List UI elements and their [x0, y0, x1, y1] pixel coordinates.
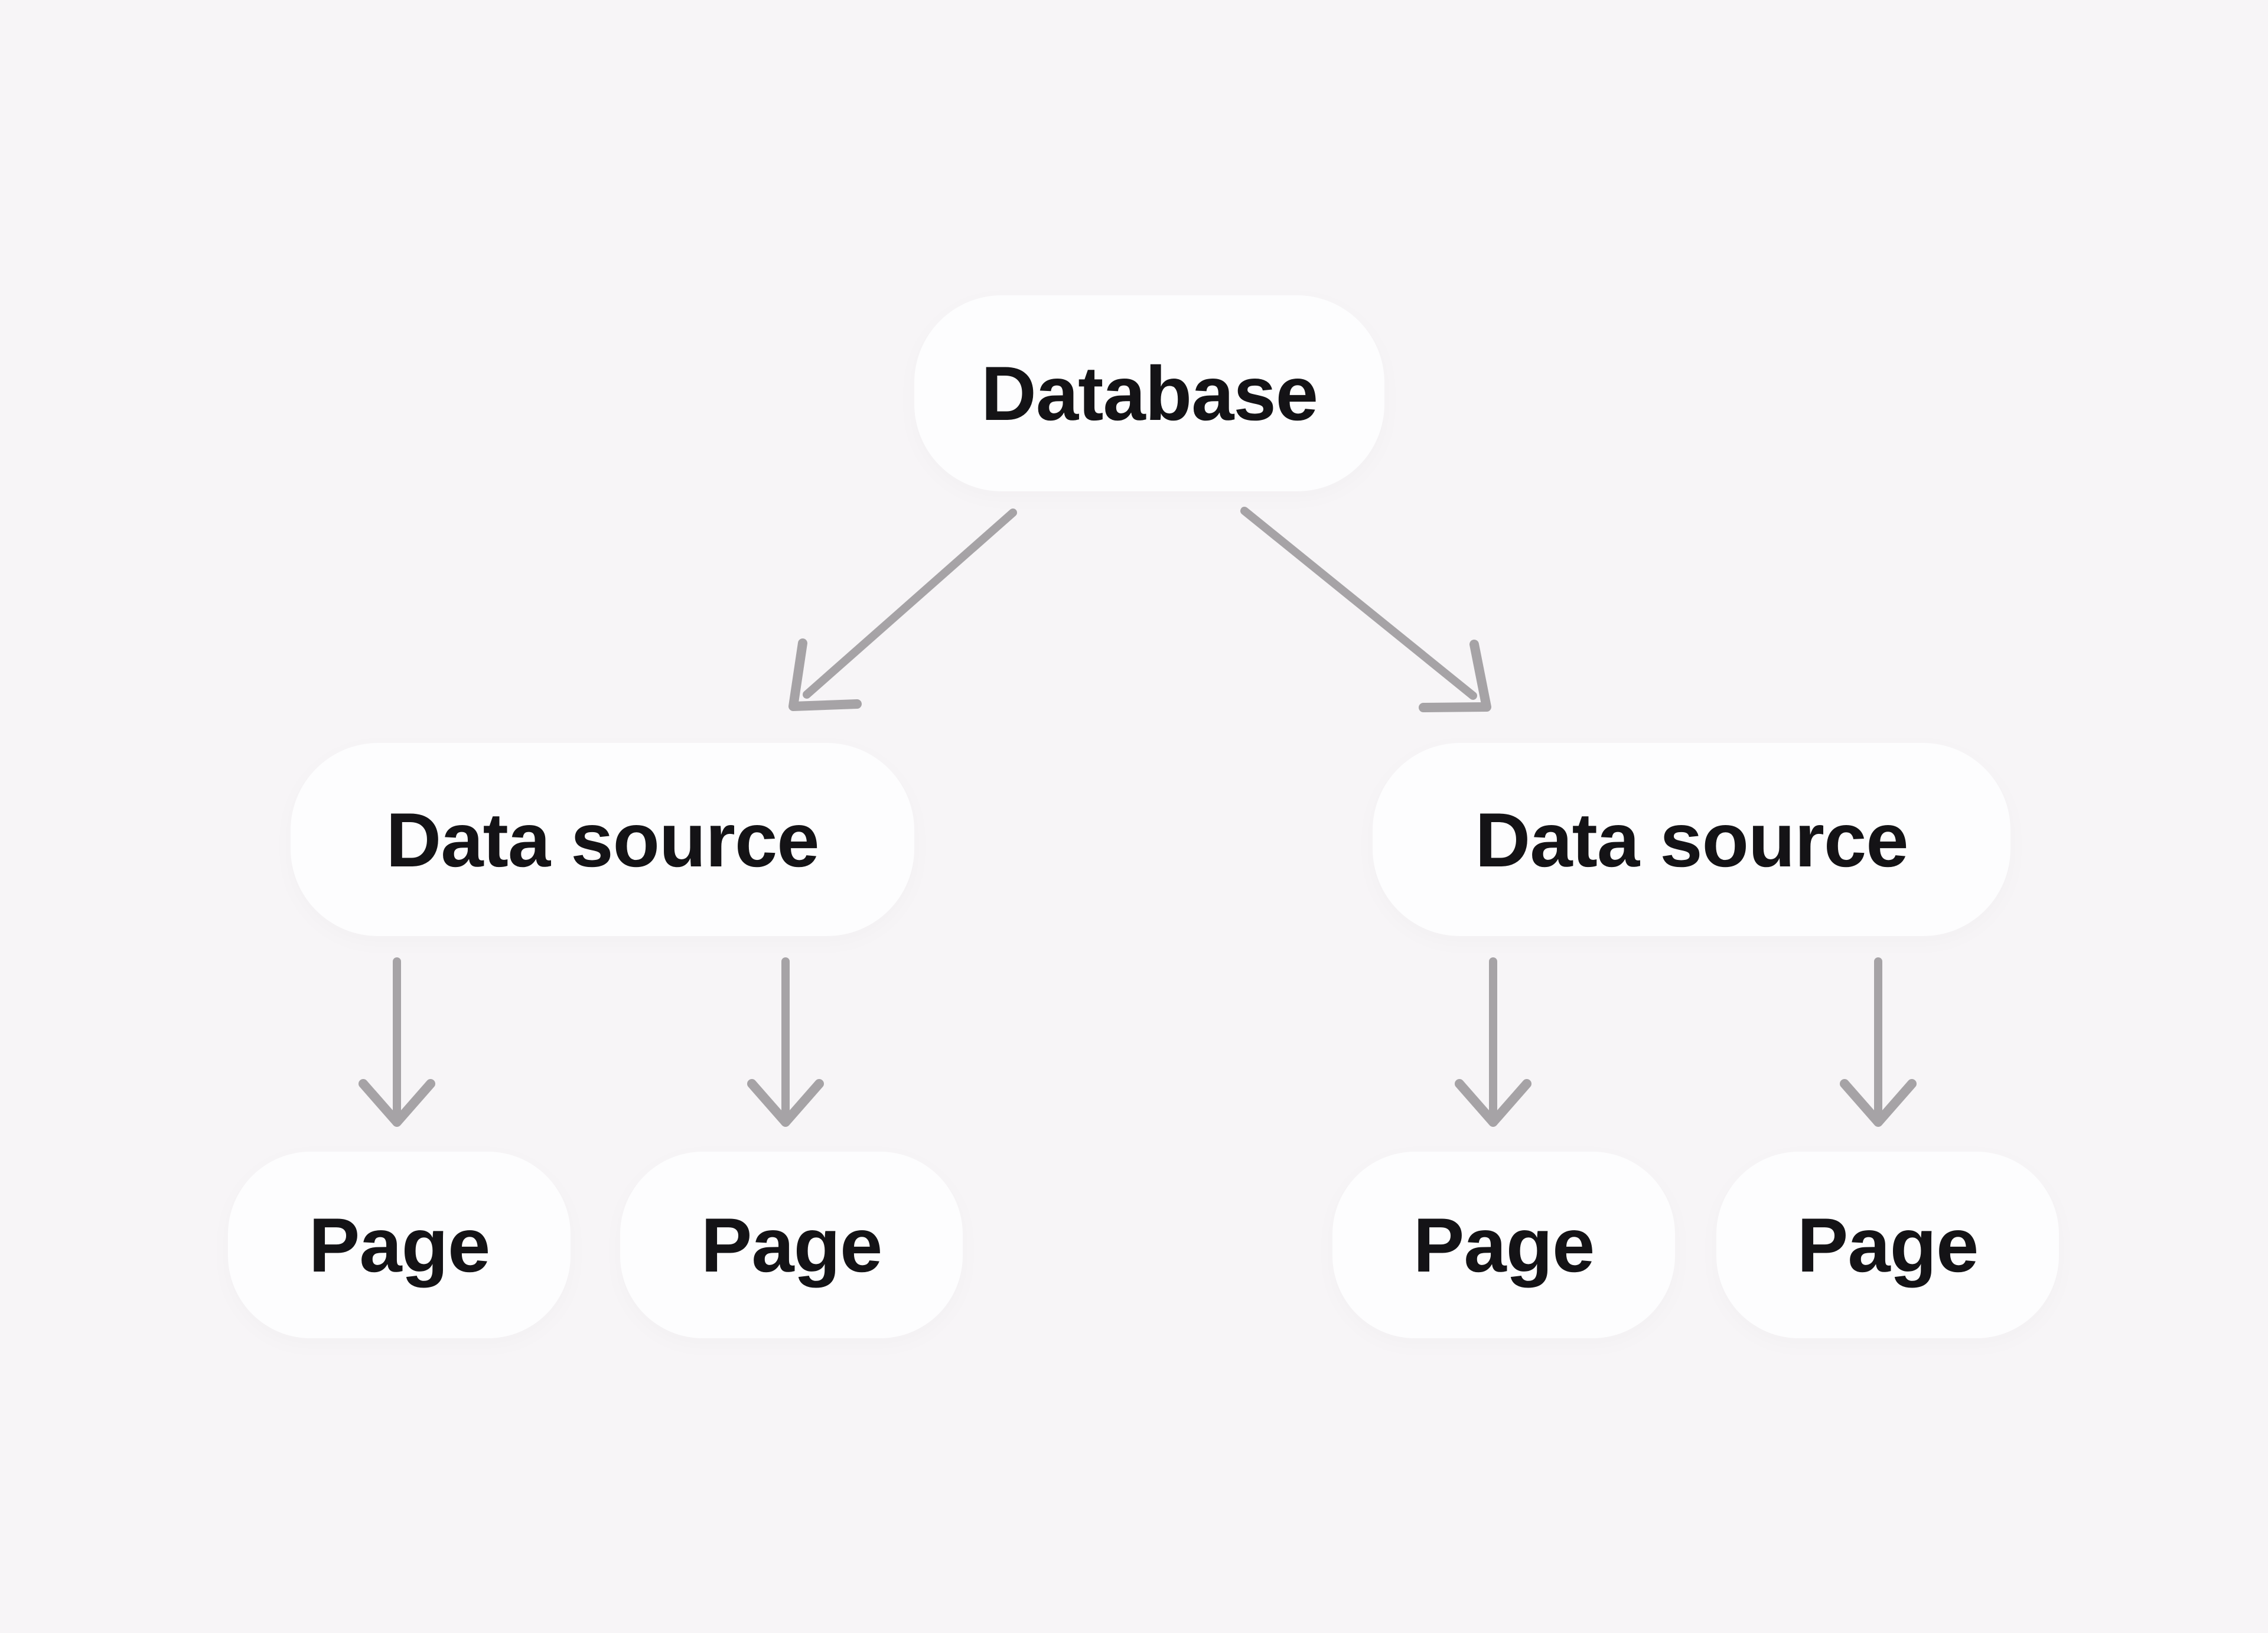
arrow-datasource-left-to-page-1	[359, 957, 435, 1127]
node-datasource-right: Data source	[1373, 743, 2010, 936]
node-datasource-left-label: Data source	[386, 796, 819, 883]
arrow-shaft	[1240, 507, 1477, 700]
node-datasource-left: Data source	[291, 743, 914, 936]
arrow-datasource-left-to-page-2	[747, 957, 824, 1127]
node-page-1-label: Page	[308, 1202, 491, 1288]
node-page-3: Page	[1332, 1152, 1675, 1338]
arrow-datasource-right-to-page-4	[1840, 957, 1917, 1127]
arrow-head-icon	[359, 1079, 435, 1127]
arrow-datasource-right-to-page-3	[1455, 957, 1531, 1127]
arrow-head-icon	[1455, 1079, 1531, 1127]
node-page-4-label: Page	[1797, 1202, 1979, 1288]
node-database-label: Database	[980, 350, 1318, 436]
node-page-2-label: Page	[700, 1202, 883, 1288]
node-page-3-label: Page	[1413, 1202, 1595, 1288]
arrow-database-to-datasource-left	[788, 509, 1017, 711]
node-page-2: Page	[620, 1152, 963, 1338]
arrow-head-icon	[747, 1079, 824, 1127]
node-database: Database	[914, 295, 1384, 491]
node-datasource-right-label: Data source	[1475, 796, 1908, 883]
node-page-4: Page	[1716, 1152, 2059, 1338]
arrow-database-to-datasource-right	[1240, 507, 1491, 712]
arrow-head-icon	[1840, 1079, 1917, 1127]
node-page-1: Page	[228, 1152, 571, 1338]
arrow-shaft	[803, 509, 1017, 699]
arrow-head-icon	[788, 638, 862, 711]
arrow-head-icon	[1419, 640, 1491, 712]
